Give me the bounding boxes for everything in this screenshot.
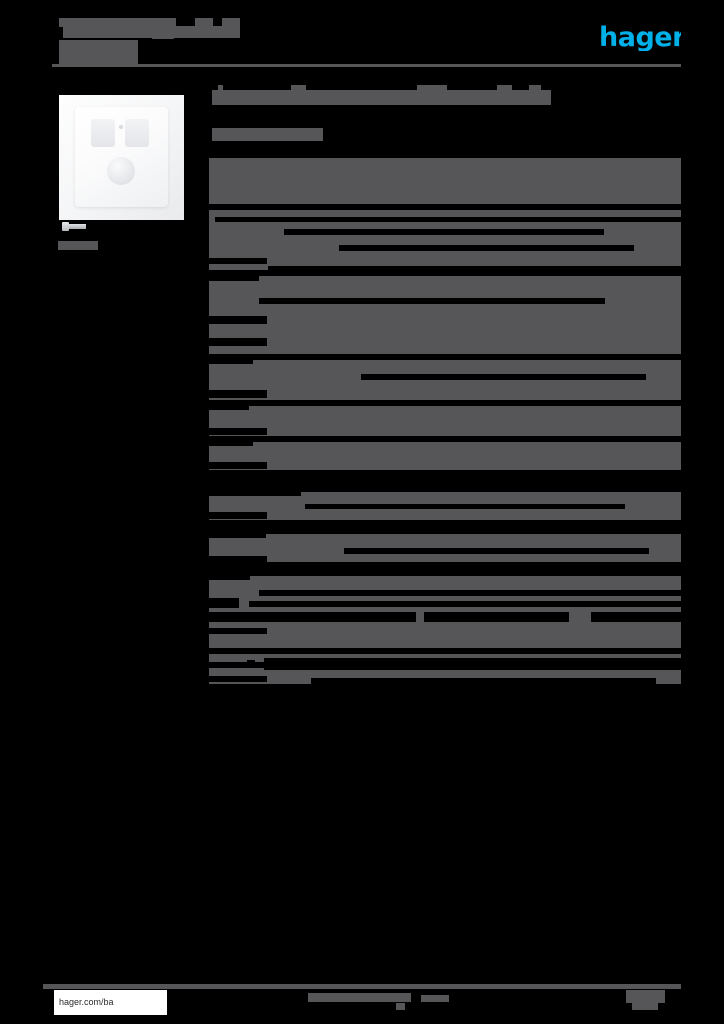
spec-row-gap bbox=[209, 676, 267, 682]
spec-table-row bbox=[209, 158, 681, 204]
spec-row-gap bbox=[305, 504, 625, 509]
header-title-line-1 bbox=[59, 18, 176, 27]
footer-center-dot bbox=[396, 1003, 405, 1010]
spec-row-gap bbox=[209, 628, 267, 634]
footer-center-text bbox=[308, 993, 411, 1002]
spec-row-gap bbox=[268, 266, 681, 272]
device-led-icon bbox=[119, 125, 123, 129]
page-footer: hager.com/ba bbox=[43, 984, 681, 1018]
spec-table-row bbox=[209, 442, 681, 470]
header-title-line-2 bbox=[59, 40, 138, 65]
spec-table-row bbox=[209, 210, 681, 272]
footer-page-number bbox=[626, 990, 665, 1003]
header-title-tail-3 bbox=[222, 18, 240, 27]
footer-website-link[interactable]: hager.com/ba bbox=[54, 990, 167, 1015]
spec-row-gap bbox=[311, 678, 656, 684]
device-sensor-lens bbox=[107, 157, 135, 185]
spec-row-gap bbox=[209, 598, 239, 608]
spec-table-row bbox=[209, 654, 681, 684]
spec-table-row bbox=[209, 360, 681, 400]
spec-row-gap bbox=[209, 316, 267, 324]
spec-row-gap bbox=[209, 662, 267, 668]
page-title bbox=[212, 90, 551, 105]
spec-row-gap bbox=[209, 462, 267, 469]
spec-row-gap bbox=[361, 374, 646, 380]
spec-row-gap bbox=[284, 229, 604, 235]
spec-row-gap bbox=[424, 612, 569, 622]
page-subtitle bbox=[212, 128, 323, 141]
page-title-ascender-1 bbox=[218, 85, 223, 91]
spec-row-gap bbox=[215, 217, 681, 222]
page-title-ascender-4 bbox=[497, 85, 512, 91]
screw-icon bbox=[62, 222, 86, 231]
page-title-ascender-2 bbox=[291, 85, 306, 91]
figure-caption bbox=[58, 241, 98, 250]
spec-row-gap bbox=[209, 428, 267, 435]
spec-table-row bbox=[209, 492, 681, 520]
spec-row-gap bbox=[209, 406, 249, 410]
header-title-line-1b bbox=[63, 26, 240, 38]
header-divider bbox=[52, 64, 681, 67]
footer-page-number-tail bbox=[632, 1003, 658, 1010]
product-image bbox=[59, 95, 184, 220]
header-title-tail-2 bbox=[195, 18, 213, 27]
device-faceplate bbox=[75, 107, 168, 207]
spec-row-gap bbox=[259, 590, 681, 596]
page-title-ascender-3 bbox=[417, 85, 447, 91]
screw-head bbox=[62, 222, 69, 231]
spec-row-gap bbox=[209, 442, 253, 446]
spec-row-gap bbox=[209, 556, 267, 562]
page-title-ascender-5 bbox=[529, 85, 541, 91]
hager-logo: hager bbox=[599, 25, 681, 51]
spec-row-gap bbox=[209, 534, 266, 538]
spec-row-gap bbox=[249, 601, 681, 607]
spec-row-gap bbox=[209, 612, 416, 622]
spec-row-gap bbox=[209, 492, 301, 496]
spec-table-row bbox=[209, 406, 681, 436]
spec-row-gap bbox=[209, 258, 267, 264]
footer-center-text-2 bbox=[421, 995, 449, 1002]
spec-row-gap bbox=[209, 360, 253, 364]
spec-row-gap bbox=[591, 612, 681, 622]
spec-row-gap bbox=[344, 548, 649, 554]
spec-table-row bbox=[209, 276, 681, 354]
screw-shaft bbox=[69, 224, 86, 229]
spec-row-gap bbox=[264, 658, 681, 670]
spec-table-row bbox=[209, 534, 681, 562]
spec-row-gap bbox=[209, 512, 267, 519]
spec-row-gap bbox=[209, 276, 259, 281]
spec-row-gap bbox=[259, 298, 605, 304]
footer-divider bbox=[43, 984, 681, 989]
spec-table-row bbox=[209, 576, 681, 648]
page-header: hager bbox=[0, 0, 724, 80]
spec-row-gap bbox=[209, 576, 250, 580]
spec-row-gap bbox=[209, 338, 267, 346]
spec-row-gap bbox=[247, 660, 255, 668]
header-title-tail bbox=[152, 32, 174, 39]
spec-row-gap bbox=[209, 390, 267, 398]
spec-row-gap bbox=[339, 245, 634, 251]
device-rocker-left bbox=[91, 119, 115, 147]
device-rocker-right bbox=[125, 119, 149, 147]
